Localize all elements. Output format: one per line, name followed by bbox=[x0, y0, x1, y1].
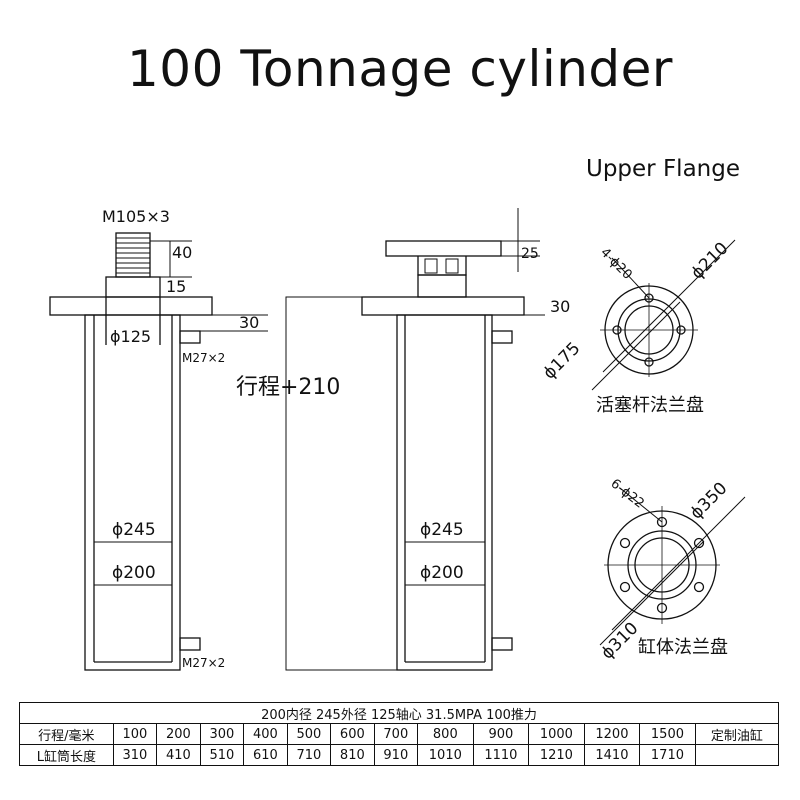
left-rod-dia: ϕ125 bbox=[110, 327, 151, 346]
stroke-dimension-line bbox=[285, 296, 397, 671]
table-cell: 1500 bbox=[639, 723, 696, 745]
upper-flange-heading: Upper Flange bbox=[586, 156, 740, 182]
piston-flange-outer-dia: ϕ210 bbox=[687, 239, 732, 284]
piston-flange-holes: 4-ϕ20 bbox=[597, 245, 635, 283]
right-rod-collar bbox=[417, 274, 467, 298]
table-cell: 310 bbox=[112, 744, 158, 766]
page-title: 100 Tonnage cylinder bbox=[127, 40, 673, 98]
table-cell: 600 bbox=[330, 723, 375, 745]
right-dim-25: 25 bbox=[521, 246, 539, 262]
left-port-bottom-label: M27×2 bbox=[182, 656, 225, 670]
left-port-bottom bbox=[179, 637, 201, 651]
left-cylinder-body bbox=[84, 314, 181, 671]
right-outer-dia: ϕ245 bbox=[420, 520, 464, 540]
right-piston-flange bbox=[385, 240, 502, 257]
table-header: 200内径 245外径 125轴心 31.5MPA 100推力 bbox=[19, 702, 779, 724]
table-cell: 定制油缸 bbox=[694, 723, 780, 745]
table-cell: L缸筒长度 bbox=[19, 744, 114, 766]
table-cell: 1010 bbox=[417, 744, 474, 766]
cylinder-flange-holes: 6-ϕ22 bbox=[608, 476, 647, 511]
left-thread-lines bbox=[116, 237, 150, 274]
right-inner-dia: ϕ200 bbox=[420, 563, 464, 583]
left-port-top-label: M27×2 bbox=[182, 351, 225, 365]
table-cell: 710 bbox=[286, 744, 332, 766]
right-cylinder-view bbox=[285, 208, 545, 671]
piston-flange-bolt-circle: ϕ175 bbox=[539, 339, 584, 384]
table-cell: 700 bbox=[373, 723, 419, 745]
table-cell: 100 bbox=[112, 723, 158, 745]
table-cell: 910 bbox=[373, 744, 419, 766]
left-dim-15: 15 bbox=[166, 277, 186, 296]
table-cell: 500 bbox=[286, 723, 332, 745]
table-cell: 1200 bbox=[583, 723, 641, 745]
stroke-label: 行程+210 bbox=[236, 375, 340, 400]
left-thread-section bbox=[115, 232, 151, 278]
right-port-bottom bbox=[491, 637, 513, 651]
table-cell: 400 bbox=[243, 723, 288, 745]
left-thread-label: M105×3 bbox=[102, 207, 170, 226]
left-dim-30: 30 bbox=[239, 313, 259, 332]
cylinder-flange-view bbox=[599, 487, 746, 646]
table-cell: 800 bbox=[417, 723, 474, 745]
left-dim-40: 40 bbox=[172, 243, 192, 262]
table-cell: 610 bbox=[243, 744, 288, 766]
left-cylinder-view bbox=[49, 232, 268, 671]
left-top-flange bbox=[49, 296, 213, 316]
piston-flange-caption: 活塞杆法兰盘 bbox=[596, 395, 704, 416]
table-cell: 510 bbox=[199, 744, 245, 766]
table-cell: 1000 bbox=[528, 723, 585, 745]
left-rod-collar bbox=[105, 276, 161, 298]
right-port-top bbox=[491, 330, 513, 344]
cylinder-flange-caption: 缸体法兰盘 bbox=[638, 636, 728, 658]
table-cell: 300 bbox=[199, 723, 245, 745]
table-cell: 200 bbox=[156, 723, 201, 745]
table-header-row: 200内径 245外径 125轴心 31.5MPA 100推力 bbox=[19, 702, 779, 724]
piston-flange-view bbox=[591, 239, 736, 391]
left-port-top bbox=[179, 330, 201, 344]
right-dim-30: 30 bbox=[550, 297, 570, 316]
table-cell: 1410 bbox=[583, 744, 641, 766]
table-cell: 900 bbox=[472, 723, 530, 745]
right-top-flange bbox=[361, 296, 525, 316]
table-cell: 行程/毫米 bbox=[19, 723, 114, 745]
table-cell: 1210 bbox=[528, 744, 585, 766]
right-cylinder-body bbox=[396, 314, 493, 671]
table-cell: 1110 bbox=[472, 744, 530, 766]
table-cell: 1710 bbox=[639, 744, 696, 766]
table-cell: 410 bbox=[156, 744, 201, 766]
table-cell: 810 bbox=[330, 744, 375, 766]
left-outer-dia: ϕ245 bbox=[112, 520, 156, 540]
table-cell bbox=[694, 744, 780, 766]
left-inner-dia: ϕ200 bbox=[112, 563, 156, 583]
